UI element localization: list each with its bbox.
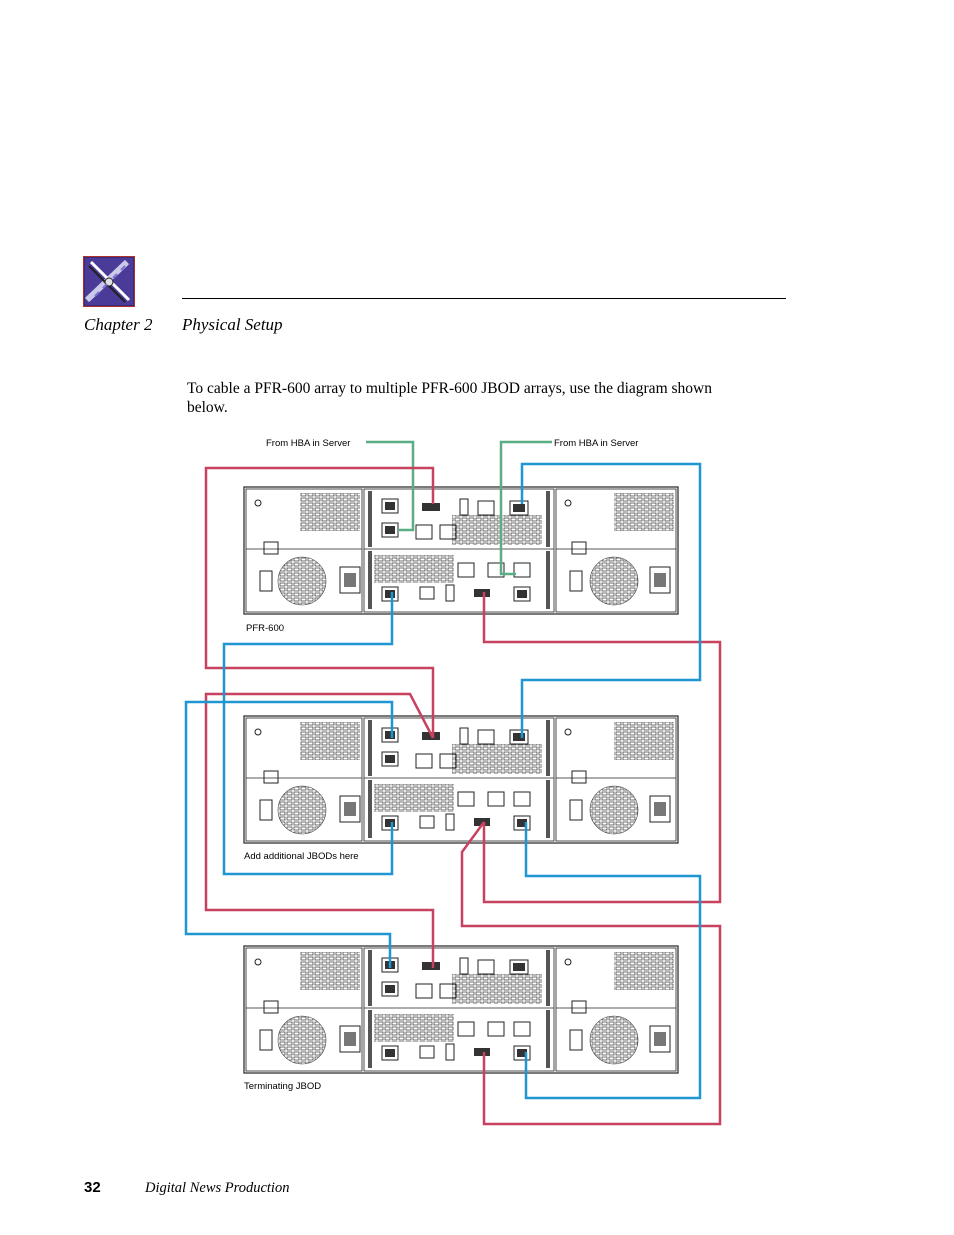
red-cable-4: [460, 821, 722, 1126]
cabling-diagram-svg: From HBA in Server From HBA in Server PF…: [184, 438, 722, 1126]
label-terminating-jbod: Terminating JBOD: [244, 1081, 321, 1092]
chapter-heading: Chapter 2 Physical Setup: [84, 315, 283, 335]
jbod-chassis-terminating: [243, 945, 679, 1074]
pfr-600-chassis: [243, 486, 679, 615]
page-number: 32: [84, 1179, 101, 1196]
book-title: Digital News Production: [145, 1180, 290, 1196]
red-cable-2: [204, 692, 435, 968]
jbod-chassis-middle: [243, 715, 679, 844]
cabling-diagram: From HBA in Server From HBA in Server PF…: [180, 432, 740, 1132]
intro-paragraph: To cable a PFR-600 array to multiple PFR…: [187, 380, 712, 416]
red-cable-3: [482, 592, 722, 904]
red-cable-1: [204, 466, 435, 738]
blue-cable-4: [524, 822, 702, 1100]
blue-cable-3: [184, 700, 394, 968]
chapter-number: Chapter 2: [84, 315, 153, 334]
hba-cable-right: [499, 440, 552, 576]
label-pfr-600: PFR-600: [246, 623, 284, 634]
label-additional-jbods: Add additional JBODs here: [244, 851, 359, 862]
hba-cable-left: [366, 440, 415, 532]
chapter-title: Physical Setup: [182, 315, 283, 334]
header-rule: [182, 298, 786, 299]
blue-cable-1: [520, 462, 702, 738]
blue-cable-2: [222, 592, 394, 876]
product-logo-icon: [83, 256, 135, 307]
label-hba-left: From HBA in Server: [266, 438, 350, 449]
label-hba-right: From HBA in Server: [554, 438, 638, 449]
